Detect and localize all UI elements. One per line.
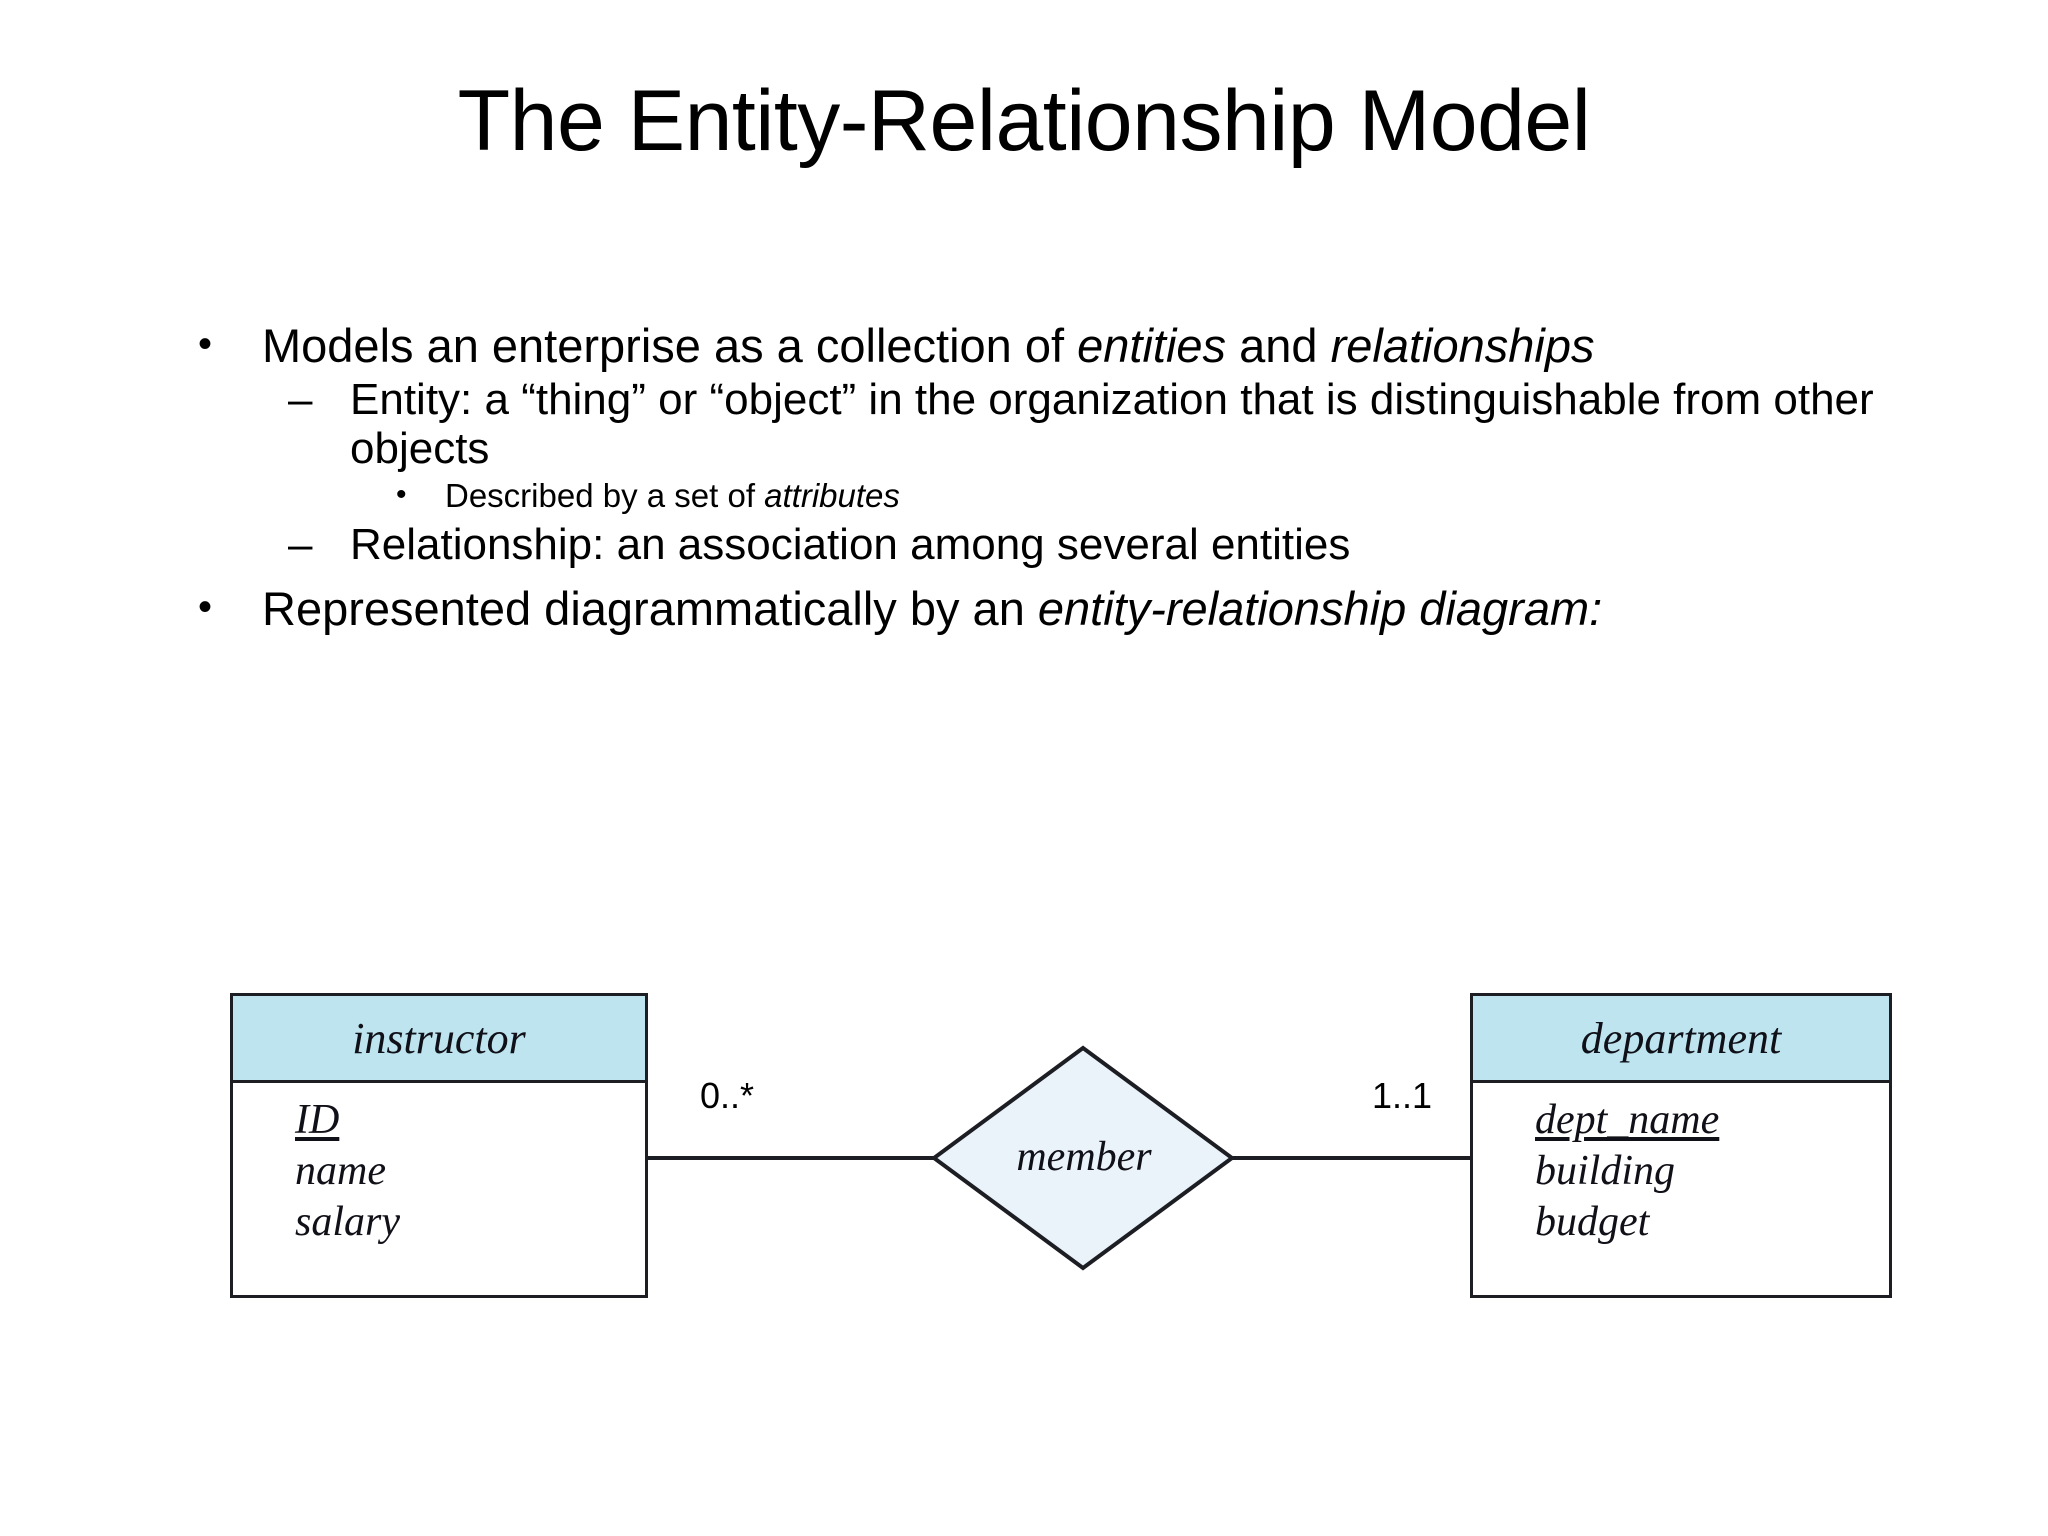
bullet-text: Described by a set of attributes xyxy=(445,476,1980,516)
entity-attribute: ID xyxy=(295,1097,340,1143)
bullet-seg-italic: attributes xyxy=(764,477,900,515)
cardinality-label-left: 0..* xyxy=(700,1075,755,1116)
bullet-seg: and xyxy=(1226,319,1331,372)
bullet-marker: • xyxy=(198,585,213,630)
bullet-seg: Models an enterprise as a collection of xyxy=(262,319,1078,372)
bullet-item-1: • Models an enterprise as a collection o… xyxy=(190,319,1980,373)
entity-attributes-instructor: ID name salary xyxy=(233,1083,645,1259)
entity-box-instructor: instructor ID name salary xyxy=(230,993,648,1298)
entity-attribute: name xyxy=(295,1148,386,1195)
entity-header-department: department xyxy=(1473,996,1889,1083)
bullet-seg-italic: relationships xyxy=(1330,319,1595,372)
bullet-marker: – xyxy=(288,519,313,569)
bullet-text: Represented diagrammatically by an entit… xyxy=(262,583,1980,636)
bullet-marker: • xyxy=(198,322,213,366)
entity-attributes-department: dept_name building budget xyxy=(1473,1083,1889,1259)
entity-header-instructor: instructor xyxy=(233,996,645,1083)
bullet-item-5: • Represented diagrammatically by an ent… xyxy=(190,583,1980,636)
entity-attribute: budget xyxy=(1535,1199,1650,1246)
bullet-marker: • xyxy=(396,478,407,512)
bullet-list: • Models an enterprise as a collection o… xyxy=(190,319,1980,638)
entity-attribute: dept_name xyxy=(1535,1097,1720,1143)
entity-attribute: building xyxy=(1535,1148,1676,1195)
bullet-text: Entity: a “thing” or “object” in the org… xyxy=(350,374,1874,474)
entity-box-department: department dept_name building budget xyxy=(1470,993,1892,1298)
bullet-item-4: – Relationship: an association among sev… xyxy=(288,520,1980,570)
bullet-seg: Represented diagrammatically by an xyxy=(262,582,1038,636)
cardinality-label-right: 1..1 xyxy=(1372,1075,1433,1116)
bullet-seg-italic: entity-relationship diagram: xyxy=(1037,582,1603,636)
page-title: The Entity-Relationship Model xyxy=(457,73,1591,169)
entity-attribute: salary xyxy=(295,1199,400,1246)
bullet-seg: Described by a set of xyxy=(445,477,765,515)
bullet-text: Relationship: an association among sever… xyxy=(350,519,1351,569)
bullet-seg-italic: entities xyxy=(1077,319,1227,372)
bullet-marker: – xyxy=(288,374,313,424)
bullet-text: Models an enterprise as a collection of … xyxy=(262,319,1980,373)
relationship-label: member xyxy=(1016,1134,1152,1180)
bullet-item-3: • Described by a set of attributes xyxy=(390,476,1980,516)
bullet-item-2: – Entity: a “thing” or “object” in the o… xyxy=(288,375,1980,474)
